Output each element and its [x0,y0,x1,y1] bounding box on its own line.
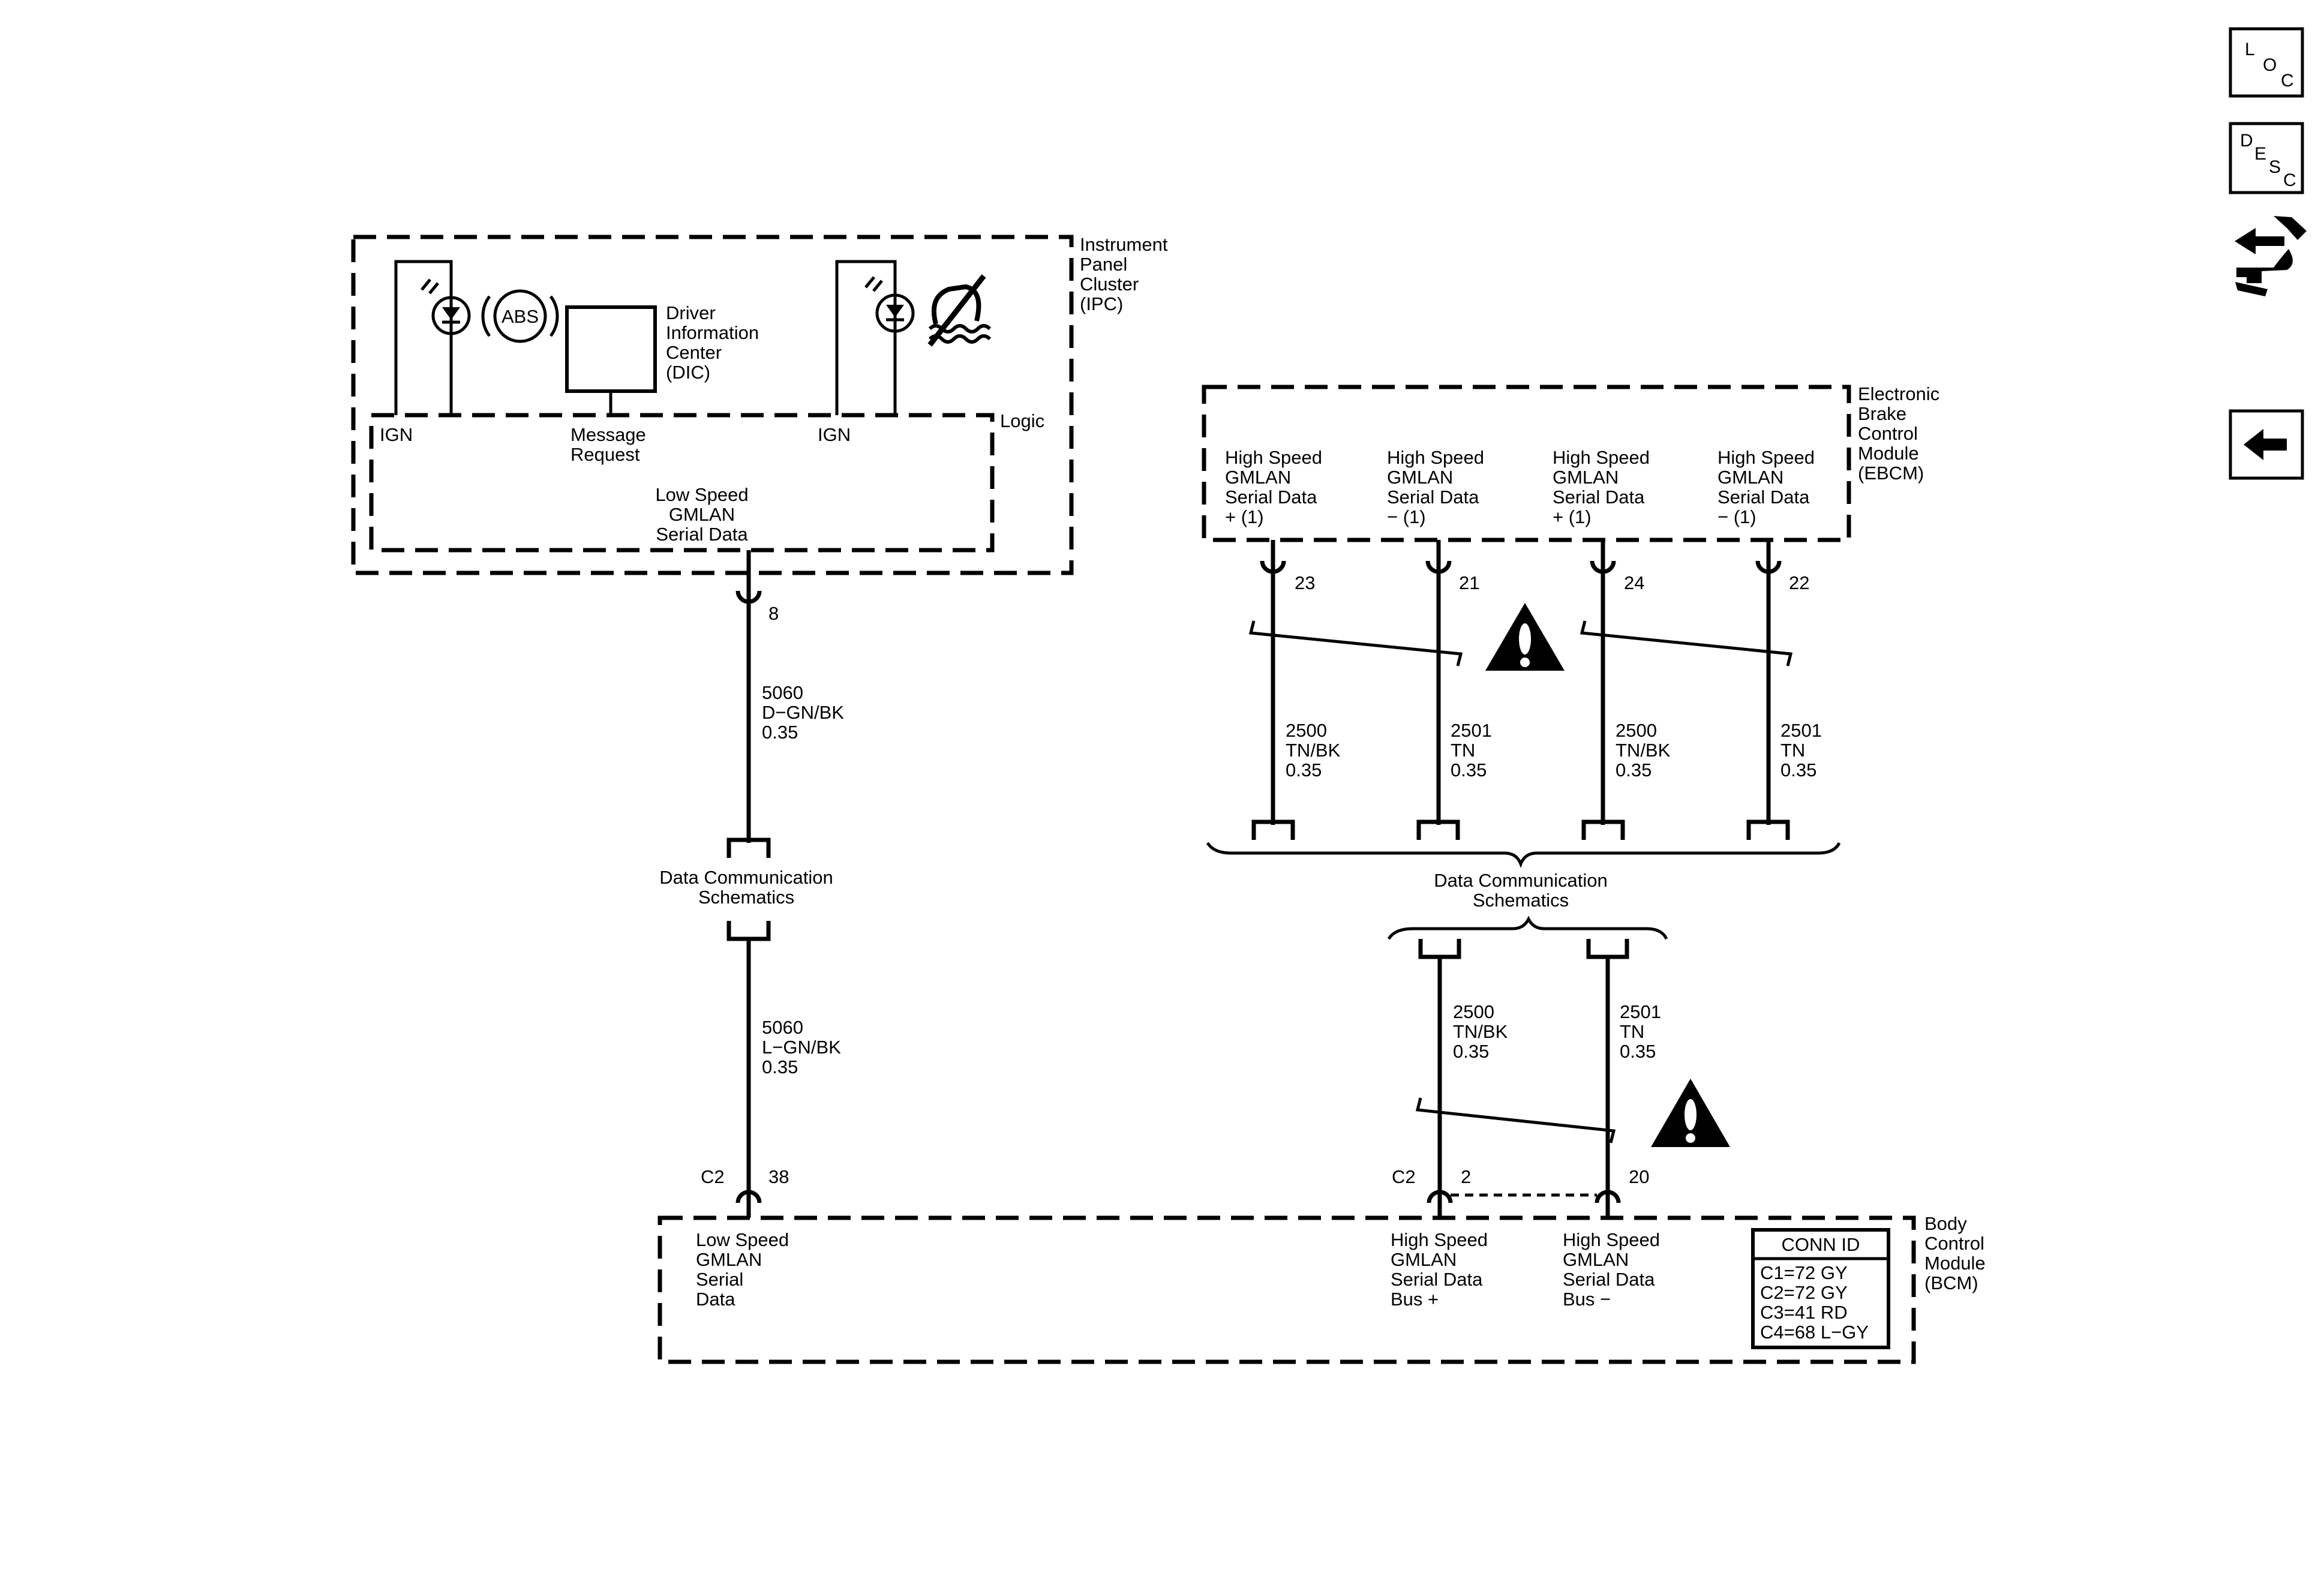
conn-id-row: C1=72 GY [1760,1262,1848,1283]
ipc-logic-outline [369,413,995,553]
ebcm-pin-24: 24 [1624,572,1644,593]
warning-icon [1651,1079,1730,1147]
back-button[interactable] [2229,409,2304,480]
warning-icon [1485,603,1565,671]
conn-id-title: CONN ID [1782,1234,1860,1255]
twisted-pair-marker [1580,620,1793,667]
bus-brace-bottom [1387,915,1668,940]
conn-id-row: C2=72 GY [1760,1282,1848,1303]
svg-text:E: E [2254,144,2266,164]
bcm-pin-38: 38 [768,1166,789,1187]
svg-text:S: S [2269,157,2281,177]
bcm-pin-20: 20 [1629,1166,1649,1187]
dic-box [565,305,657,393]
location-button[interactable]: L O C [2229,27,2304,98]
twisted-pair-marker [1415,1097,1616,1143]
ebcm-pin-21: 21 [1459,572,1479,593]
ebcm-outline [1202,385,1851,542]
abs-indicator: ABS [394,260,559,415]
svg-text:D: D [2240,131,2253,151]
svg-text:C: C [2281,71,2294,91]
traction-control-off-icon [927,274,992,347]
bcm-conn-c2-left: C2 [701,1166,725,1187]
bus-brace-top [1206,842,1841,868]
ebcm-pin-23: 23 [1295,572,1315,593]
ebcm-pin-22: 22 [1789,572,1809,593]
twisted-pair-marker [1248,620,1463,667]
traction-control-indicator [835,260,992,415]
conn-id-row: C4=68 L−GY [1760,1322,1869,1343]
back-arrow-icon [2244,429,2287,460]
bcm-outline [657,1215,1916,1364]
ipc-outline [351,235,1074,575]
svg-text:C: C [2283,170,2296,190]
bcm-connector-pin-38 [735,1190,762,1203]
abs-icon-text: ABS [502,306,539,327]
svg-text:O: O [2263,55,2277,75]
ipc-logic-label: Logic [1000,410,1044,431]
conn-id-row: C3=41 RD [1760,1302,1848,1323]
ipc-ign-label-2: IGN [818,424,851,445]
bcm-conn-c2-right: C2 [1392,1166,1416,1187]
description-button[interactable]: D E S C [2229,122,2304,194]
ipc-ign-label-1: IGN [380,424,413,445]
abs-icon [493,289,547,343]
conn-id-table: CONN ID C1=72 GY C2=72 GY C3=41 RD C4=68… [1751,1228,1890,1349]
connector-wrench-icon[interactable] [2235,216,2307,296]
ipc-pin-number: 8 [768,603,779,624]
bcm-pin-2: 2 [1461,1166,1471,1187]
svg-text:L: L [2245,40,2255,59]
